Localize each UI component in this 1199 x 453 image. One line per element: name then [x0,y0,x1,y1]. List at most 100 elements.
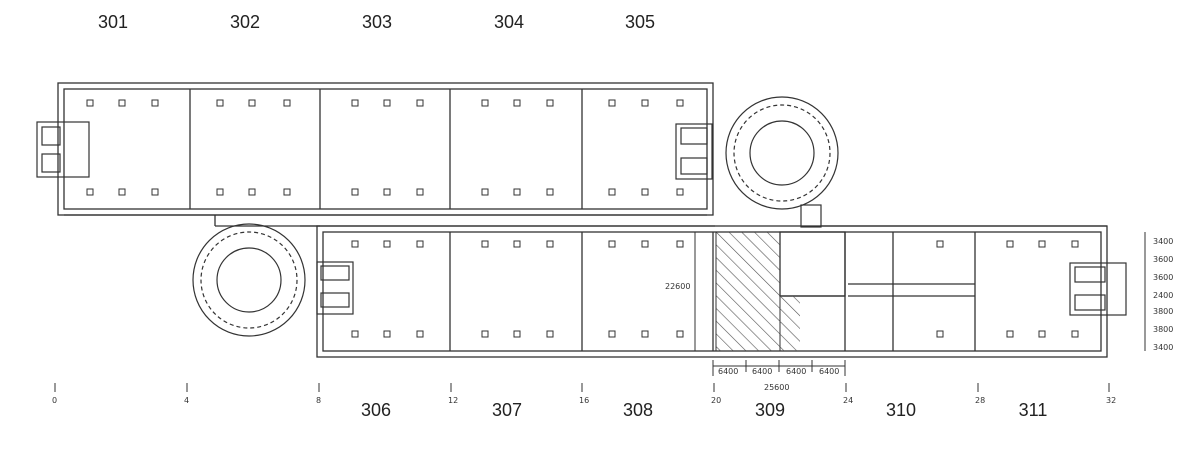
dim-width-label: 25600 [764,383,789,392]
column-mark [481,330,489,338]
column-mark [1071,330,1079,338]
column-mark [416,330,424,338]
room-label-306[interactable]: 306 [360,400,392,420]
column-mark [546,240,554,248]
column-mark [383,330,391,338]
column-mark [248,188,256,196]
column-mark [513,188,521,196]
column-mark [351,330,359,338]
column-mark [1038,240,1046,248]
dim-bay-1: 6400 [718,367,738,376]
upper-wing-inner-wall [63,88,708,210]
grid-axis-label: 28 [975,396,985,405]
column-mark [513,240,521,248]
stair-core-306 [316,261,354,315]
column-mark [641,240,649,248]
dim-right-5: 3800 [1153,307,1173,316]
grid-axis-label: 20 [711,396,721,405]
dim-bay-4: 6400 [819,367,839,376]
column-mark [383,240,391,248]
room-label-302[interactable]: 302 [229,12,261,32]
column-mark [283,99,291,107]
column-mark [936,330,944,338]
column-mark [513,99,521,107]
column-mark [641,330,649,338]
column-mark [1006,330,1014,338]
column-mark [383,188,391,196]
grid-axis-label: 16 [579,396,589,405]
column-mark [936,240,944,248]
dim-right-7: 3400 [1153,343,1173,352]
column-mark [676,330,684,338]
column-mark [608,99,616,107]
column-mark [608,188,616,196]
dim-right-6: 3800 [1153,325,1173,334]
round-tower-lower [192,223,306,337]
column-mark [608,330,616,338]
column-mark [546,188,554,196]
column-mark [416,99,424,107]
room-label-310[interactable]: 310 [885,400,917,420]
column-mark [118,99,126,107]
room-label-307[interactable]: 307 [491,400,523,420]
dim-right-3: 3600 [1153,273,1173,282]
column-mark [351,240,359,248]
column-mark [481,240,489,248]
column-mark [351,188,359,196]
column-mark [416,188,424,196]
dim-bay-3: 6400 [786,367,806,376]
room-label-311[interactable]: 311 [1018,400,1048,420]
column-mark [1071,240,1079,248]
room-label-305[interactable]: 305 [624,12,656,32]
column-mark [151,99,159,107]
column-mark [216,188,224,196]
column-mark [481,188,489,196]
column-mark [676,188,684,196]
lower-wing-outer-wall [316,225,1108,358]
dim-right-2: 3600 [1153,255,1173,264]
room-label-301[interactable]: 301 [97,12,129,32]
column-mark [676,99,684,107]
column-mark [1006,240,1014,248]
column-mark [481,99,489,107]
room-label-309[interactable]: 309 [754,400,786,420]
column-mark [641,188,649,196]
column-mark [513,330,521,338]
column-mark [546,330,554,338]
column-mark [608,240,616,248]
lower-wing-inner-wall [322,231,1102,352]
grid-axis-label: 8 [316,396,321,405]
column-mark [86,99,94,107]
column-mark [1038,330,1046,338]
column-mark [383,99,391,107]
room-label-308[interactable]: 308 [622,400,654,420]
column-mark [118,188,126,196]
column-mark [86,188,94,196]
dim-right-4: 2400 [1153,291,1173,300]
room-label-303[interactable]: 303 [361,12,393,32]
stair-core-left [36,121,90,178]
round-tower-upper [725,96,839,210]
grid-axis-label: 24 [843,396,853,405]
column-mark [641,99,649,107]
dim-bay-2: 6400 [752,367,772,376]
grid-axis-label: 4 [184,396,189,405]
hatched-area-309 [715,231,781,352]
column-mark [416,240,424,248]
column-mark [676,240,684,248]
column-mark [248,99,256,107]
stair-core-311 [1069,262,1127,316]
dim-right-1: 3400 [1153,237,1173,246]
column-mark [351,99,359,107]
column-mark [151,188,159,196]
stair-core-305 [675,123,713,180]
grid-axis-label: 0 [52,396,57,405]
dim-height-label: 22600 [665,282,690,291]
column-mark [216,99,224,107]
column-mark [283,188,291,196]
column-mark [546,99,554,107]
grid-axis-label: 12 [448,396,458,405]
room-label-304[interactable]: 304 [493,12,525,32]
grid-axis-label: 32 [1106,396,1116,405]
